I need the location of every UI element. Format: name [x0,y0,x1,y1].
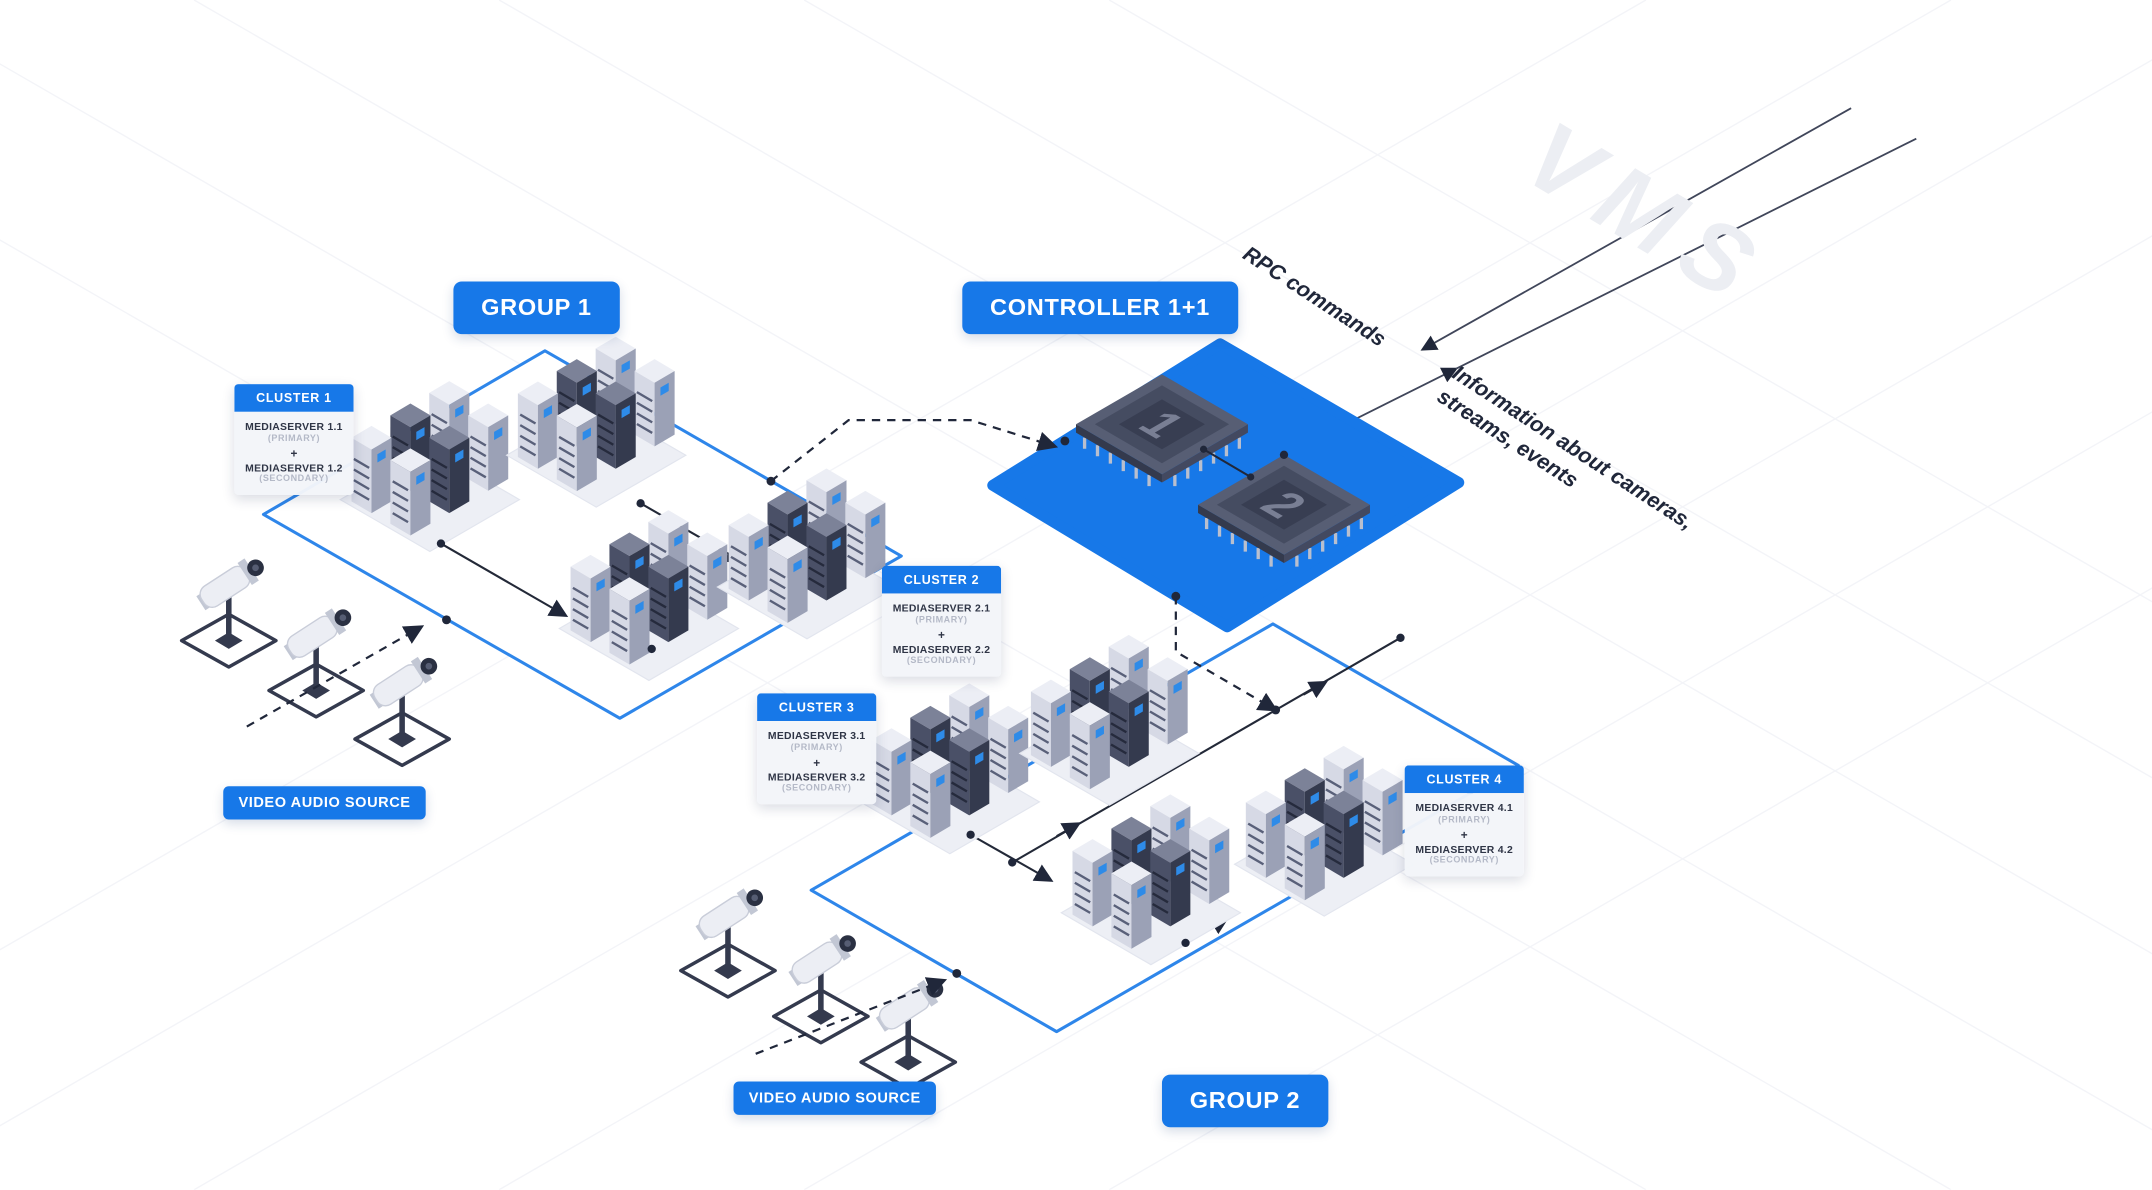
dashed-link-cameras-group2 [755,977,948,1055]
dashed-link-controller-group2 [1174,596,1279,712]
cluster4-secondary-role: (SECONDARY) [1429,856,1499,866]
cluster3-badge: CLUSTER 3 [757,693,877,722]
cluster1-secondary: MEDIASERVER 1.2 [245,461,343,474]
cluster2-badge: CLUSTER 2 [881,565,1002,594]
cpu-chip-2-icon: 2 [1198,454,1370,567]
cluster3-details: MEDIASERVER 3.1 (PRIMARY) + MEDIASERVER … [757,721,877,805]
rpc-command-line [1420,107,1852,351]
cctv-camera-icon [353,648,451,768]
cluster3-primary: MEDIASERVER 3.1 [767,729,866,742]
cluster2-secondary-role: (SECONDARY) [906,656,977,667]
cluster3-primary-role: (PRIMARY) [790,742,843,753]
cluster1-plus: + [290,445,298,460]
info-line [1455,137,1917,370]
cluster3-panel: CLUSTER 3 MEDIASERVER 3.1 (PRIMARY) + ME… [757,693,877,805]
cluster1-badge: CLUSTER 1 [234,384,354,412]
cluster2-secondary: MEDIASERVER 2.2 [892,643,991,656]
cluster2-plus: + [938,627,945,642]
dashed-links [246,419,1279,1055]
cluster1-panel: CLUSTER 1 MEDIASERVER 1.1 (PRIMARY) + ME… [234,384,354,496]
cluster4-badge: CLUSTER 4 [1404,765,1524,794]
cctv-camera-icon [679,879,777,999]
chip-link-line [1203,448,1252,478]
cluster4-panel: CLUSTER 4 MEDIASERVER 4.1 (PRIMARY) + ME… [1404,765,1524,877]
cctv-camera-icon [179,549,278,669]
cluster2-details: MEDIASERVER 2.1 (PRIMARY) + MEDIASERVER … [881,593,1002,678]
video-audio-source-label-1: VIDEO AUDIO SOURCE [223,786,426,820]
dashed-link-group1-controller [770,419,1059,483]
cluster2-primary-role: (PRIMARY) [915,615,968,626]
cluster3-secondary: MEDIASERVER 3.2 [767,770,866,784]
group2-label: GROUP 2 [1161,1074,1328,1128]
group1-label: GROUP 1 [453,281,620,335]
cctv-camera-icon [267,599,366,719]
cluster2-primary: MEDIASERVER 2.1 [892,601,991,615]
cctv-camera-icon [859,971,958,1091]
cluster4-primary: MEDIASERVER 4.1 [1415,801,1514,814]
cluster2-panel: CLUSTER 2 MEDIASERVER 2.1 (PRIMARY) + ME… [881,565,1002,678]
cluster1-primary: MEDIASERVER 1.1 [245,420,343,433]
controller-plane [987,338,1465,633]
dashed-link-cameras-group1 [246,625,425,728]
junction-dots [436,436,1405,978]
cluster1-primary-role: (PRIMARY) [267,433,321,444]
controller-label: CONTROLLER 1+1 [962,281,1238,335]
cluster4-details: MEDIASERVER 4.1 (PRIMARY) + MEDIASERVER … [1404,793,1524,877]
cluster4-plus: + [1460,827,1468,842]
cluster4-secondary: MEDIASERVER 4.2 [1415,842,1514,856]
cluster4-primary-role: (PRIMARY) [1438,814,1491,825]
cluster1-secondary-role: (SECONDARY) [259,474,329,485]
cluster1-details: MEDIASERVER 1.1 (PRIMARY) + MEDIASERVER … [234,411,354,496]
cluster3-secondary-role: (SECONDARY) [782,784,852,794]
video-audio-source-label-2: VIDEO AUDIO SOURCE [733,1081,937,1115]
cluster3-plus: + [813,755,821,769]
